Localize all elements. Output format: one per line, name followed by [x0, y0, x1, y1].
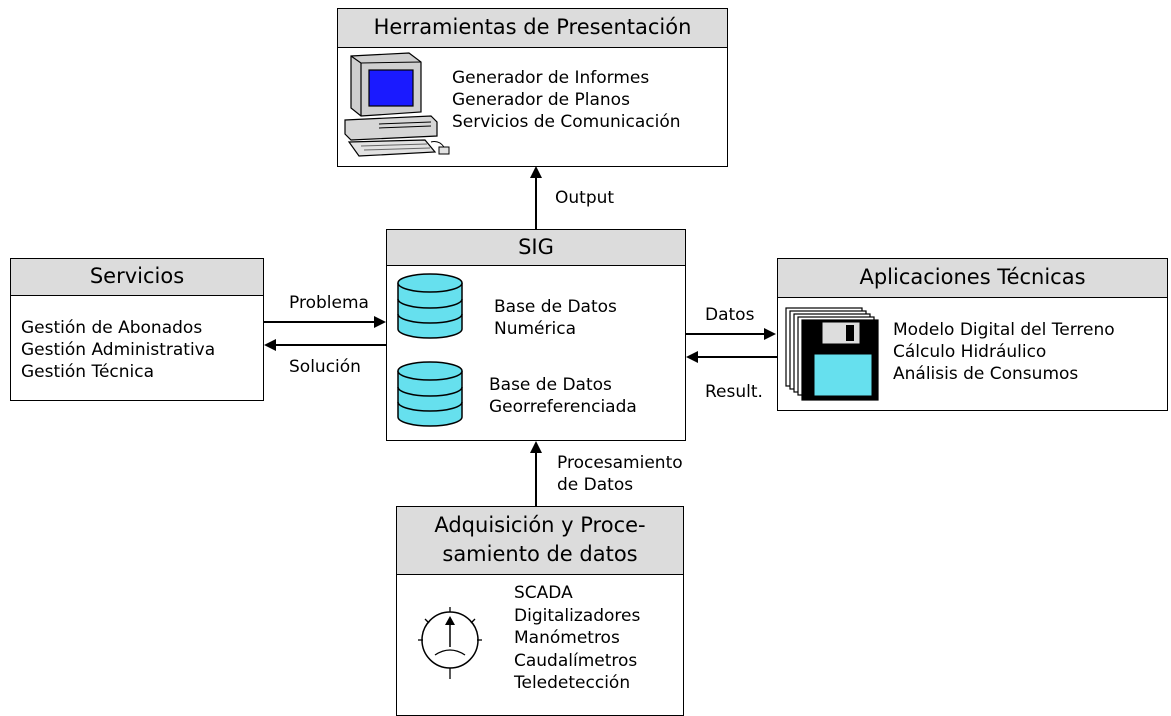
adquisicion-item: Caudalímetros: [514, 650, 638, 671]
database-icon: [397, 361, 463, 427]
database-icon: [397, 273, 463, 339]
aplicaciones-item: Modelo Digital del Terreno: [893, 320, 1115, 340]
adquisicion-item: Teledetección: [514, 673, 631, 693]
sig-header: SIG: [387, 230, 685, 266]
adquisicion-items: SCADA Digitalizadores Manómetros Caudalí…: [514, 582, 640, 695]
pressure-gauge-icon: [418, 607, 482, 679]
servicios-box: Servicios Gestión de Abonados Gestión Ad…: [10, 258, 264, 401]
adquisicion-box: Adquisición y Proce- samiento de datos S…: [396, 506, 684, 716]
db1-line: Base de Datos: [494, 297, 617, 317]
herramientas-items: Generador de Informes Generador de Plano…: [452, 67, 681, 133]
sig-box: SIG Base de Datos Numérica Base de Datos…: [386, 229, 686, 441]
aplicaciones-items: Modelo Digital del Terreno Cálculo Hidrá…: [893, 319, 1115, 385]
servicios-title: Servicios: [89, 264, 185, 288]
servicios-header: Servicios: [11, 259, 263, 296]
floppy-disks-icon: [785, 307, 879, 401]
db2-line: Georreferenciada: [489, 397, 637, 417]
adquisicion-item: SCADA: [514, 583, 573, 603]
procesamiento-label: Procesamiento de Datos: [557, 452, 683, 496]
servicios-items: Gestión de Abonados Gestión Administrati…: [21, 317, 215, 383]
adquisicion-title-line: Adquisición y Proce-: [434, 513, 646, 537]
aplicaciones-title: Aplicaciones Técnicas: [859, 265, 1086, 289]
herramientas-title: Herramientas de Presentación: [373, 15, 692, 39]
procesamiento-line: de Datos: [557, 475, 634, 495]
adquisicion-title-line: samiento de datos: [442, 542, 638, 566]
herramientas-header: Herramientas de Presentación: [338, 9, 727, 48]
aplicaciones-item: Cálculo Hidráulico: [893, 342, 1047, 362]
aplicaciones-item: Análisis de Consumos: [893, 364, 1079, 384]
adquisicion-header: Adquisición y Proce- samiento de datos: [397, 507, 683, 575]
herramientas-item: Generador de Planos: [452, 90, 630, 110]
output-label: Output: [555, 188, 615, 208]
aplicaciones-header: Aplicaciones Técnicas: [778, 259, 1167, 298]
db2-line: Base de Datos: [489, 375, 612, 395]
servicios-item: Gestión Administrativa: [21, 340, 216, 360]
computer-icon: [344, 52, 450, 157]
db1-line: Numérica: [494, 319, 576, 339]
herramientas-box: Herramientas de Presentación Generador d…: [337, 8, 728, 167]
db-georref-label: Base de Datos Georreferenciada: [489, 374, 637, 418]
aplicaciones-box: Aplicaciones Técnicas Modelo Digital del…: [777, 258, 1168, 411]
herramientas-item: Servicios de Comunicación: [452, 112, 681, 132]
herramientas-item: Generador de Informes: [452, 68, 650, 88]
datos-label: Datos: [705, 305, 755, 325]
adquisicion-item: Manómetros: [514, 628, 620, 648]
result-label: Result.: [705, 382, 763, 402]
sig-title: SIG: [518, 235, 554, 259]
servicios-item: Gestión Técnica: [21, 362, 155, 382]
procesamiento-line: Procesamiento: [557, 453, 683, 473]
problema-label: Problema: [289, 293, 369, 313]
servicios-item: Gestión de Abonados: [21, 318, 203, 338]
adquisicion-item: Digitalizadores: [514, 605, 641, 626]
solucion-label: Solución: [289, 357, 361, 377]
db-numerica-label: Base de Datos Numérica: [494, 296, 617, 340]
